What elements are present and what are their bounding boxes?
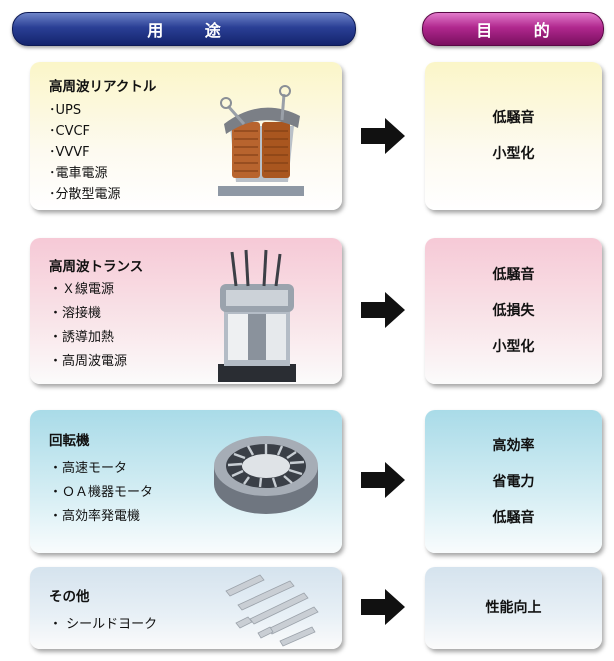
use-item: ・誘導加熱: [49, 330, 115, 345]
use-item: ・ＯＡ機器モータ: [49, 485, 154, 500]
arrow-right-icon: [361, 589, 405, 625]
purpose-header: 目 的: [422, 12, 604, 46]
purpose-header-label: 目 的: [476, 21, 568, 40]
stator-core-image: [214, 436, 318, 514]
use-title: 高周波トランス: [49, 259, 144, 275]
purpose-item: 低騒音: [492, 267, 535, 283]
purpose-item: 性能向上: [485, 600, 542, 616]
arrow-right-icon: [361, 118, 405, 154]
use-header: 用 途: [12, 12, 356, 46]
use-item: ･電車電源: [49, 166, 108, 181]
arrow-right-icon: [361, 462, 405, 498]
purpose-item: 小型化: [492, 146, 535, 162]
use-box-rotating-machine: 回転機 ・高速モータ ・ＯＡ機器モータ ・高効率発電機: [30, 410, 342, 553]
purpose-box-transformer: 低騒音 低損失 小型化: [425, 238, 602, 384]
use-box-transformer: 高周波トランス ・Ｘ線電源 ・溶接機 ・誘導加熱 ・高周波電源: [30, 238, 342, 384]
purpose-item: 高効率: [492, 437, 535, 454]
use-item: ・高速モータ: [49, 461, 128, 476]
purpose-item: 低損失: [492, 303, 535, 319]
use-item: ･VVVF: [49, 145, 90, 160]
purpose-box-other: 性能向上: [425, 567, 602, 649]
purpose-box-reactor: 低騒音 小型化: [425, 62, 602, 210]
purpose-item: 低騒音: [492, 110, 535, 126]
purpose-box-rotating-machine: 高効率 省電力 低騒音: [425, 410, 602, 553]
use-item: ・Ｘ線電源: [49, 282, 115, 297]
use-item: ･分散型電源: [49, 187, 121, 202]
use-title: その他: [49, 589, 90, 605]
transformer-image: [218, 249, 296, 382]
use-item: ･CVCF: [49, 124, 91, 139]
use-item: ・溶接機: [49, 306, 102, 321]
use-title: 高周波リアクトル: [49, 79, 157, 95]
purpose-item: 低騒音: [492, 509, 535, 526]
reactor-image: [218, 85, 304, 196]
use-item: ・高効率発電機: [49, 509, 141, 524]
use-title: 回転機: [49, 433, 90, 449]
purpose-item: 小型化: [492, 339, 535, 355]
arrow-right-icon: [361, 292, 405, 328]
use-header-label: 用 途: [147, 21, 239, 40]
purpose-item: 省電力: [492, 473, 535, 490]
use-item: ・ シールドヨーク: [49, 617, 158, 632]
use-box-reactor: 高周波リアクトル ･UPS ･CVCF ･VVVF ･電車電源 ･分散型電源: [30, 62, 342, 210]
use-item: ・高周波電源: [49, 354, 128, 369]
use-item: ･UPS: [49, 103, 82, 118]
use-box-other: その他 ・ シールドヨーク: [30, 567, 342, 649]
shield-yoke-image: [225, 574, 319, 647]
